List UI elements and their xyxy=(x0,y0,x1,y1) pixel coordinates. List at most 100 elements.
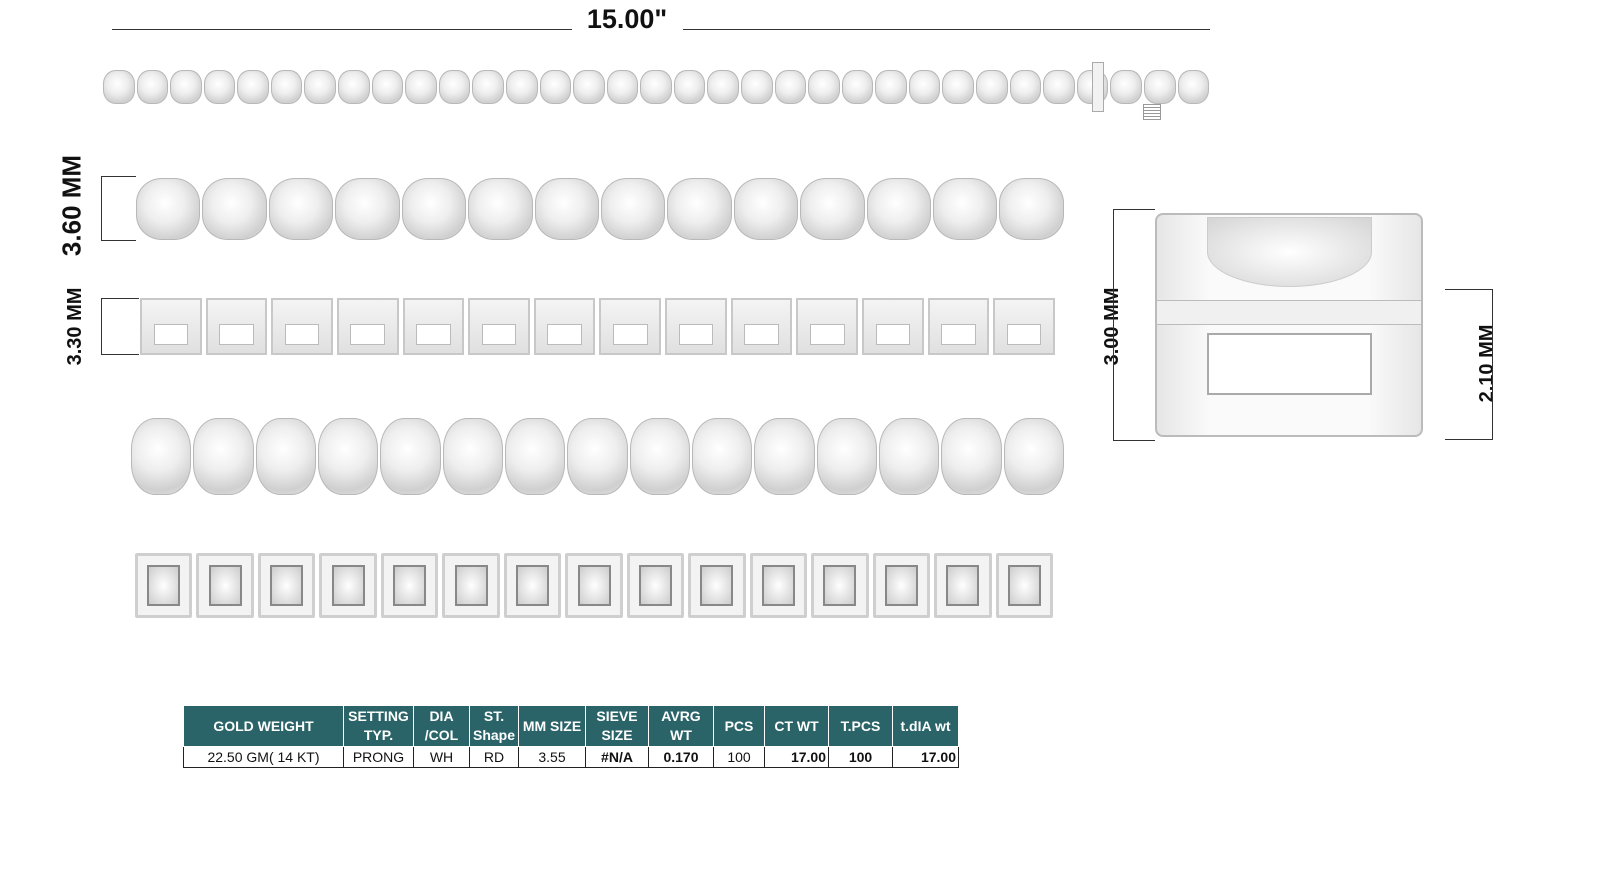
bracelet-full-view xyxy=(102,70,1210,104)
stone xyxy=(640,70,672,104)
stone xyxy=(941,418,1002,495)
stone xyxy=(600,178,666,240)
table-cell: 100 xyxy=(713,746,765,768)
link xyxy=(205,298,268,355)
length-label: 15.00" xyxy=(586,4,668,34)
bracelet-bottom-view xyxy=(133,553,1055,618)
setting-crossbar xyxy=(1157,300,1421,325)
stone xyxy=(976,70,1008,104)
stone xyxy=(942,70,975,104)
square-link xyxy=(872,553,931,618)
detail-height-bracket xyxy=(1113,209,1155,441)
clasp xyxy=(1092,62,1104,112)
stone xyxy=(255,418,316,495)
stone xyxy=(1003,418,1064,495)
link xyxy=(927,298,990,355)
stone xyxy=(1143,70,1176,104)
square-link xyxy=(196,553,254,618)
column-header: CT WT xyxy=(764,705,829,747)
length-dimension-line-left xyxy=(112,29,572,30)
stone xyxy=(468,178,533,240)
stone xyxy=(371,70,404,104)
link xyxy=(271,298,333,355)
stone xyxy=(567,418,628,495)
square-link xyxy=(565,553,623,618)
stone xyxy=(573,70,605,104)
clasp-lock xyxy=(1143,104,1161,120)
setting-window xyxy=(1207,333,1372,395)
column-header: SETTING TYP. xyxy=(343,705,414,747)
stone xyxy=(103,70,135,104)
stone xyxy=(1110,70,1142,104)
square-link xyxy=(934,553,992,618)
table-cell: 3.55 xyxy=(518,746,586,768)
column-header: T.PCS xyxy=(828,705,893,747)
stone xyxy=(380,418,441,495)
stone xyxy=(505,70,538,104)
stone xyxy=(317,418,379,495)
square-link xyxy=(319,553,377,618)
table-cell: 22.50 GM( 14 KT) xyxy=(183,746,344,768)
stone xyxy=(401,178,467,240)
stone xyxy=(193,418,254,495)
link xyxy=(336,298,399,355)
stone xyxy=(740,70,773,104)
table-cell: RD xyxy=(469,746,519,768)
stone xyxy=(442,418,503,495)
square-link xyxy=(380,553,439,618)
bracelet-side-view xyxy=(138,298,1057,355)
stone xyxy=(629,418,690,495)
square-link xyxy=(749,553,808,618)
stone xyxy=(908,70,941,104)
stone xyxy=(237,70,269,104)
diamond xyxy=(1207,217,1372,287)
column-header: ST. Shape xyxy=(469,705,519,747)
stone xyxy=(136,70,169,104)
table-cell: 17.00 xyxy=(764,746,829,768)
square-link xyxy=(626,553,685,618)
stone xyxy=(438,70,471,104)
stone xyxy=(733,178,799,240)
setting-detail xyxy=(1155,213,1423,437)
width-bracket xyxy=(101,176,136,241)
stone xyxy=(667,178,732,240)
link xyxy=(140,298,202,355)
table-cell: WH xyxy=(413,746,470,768)
stone xyxy=(268,178,334,240)
table-cell: 17.00 xyxy=(892,746,959,768)
stone xyxy=(816,418,877,495)
stone xyxy=(707,70,739,104)
bracelet-top-view xyxy=(135,178,1065,240)
width-label: 3.60 MM xyxy=(56,154,87,257)
square-link xyxy=(503,553,562,618)
stone xyxy=(933,178,998,240)
stone xyxy=(841,70,874,104)
stone xyxy=(691,418,753,495)
square-link xyxy=(135,553,193,618)
table-cell: PRONG xyxy=(343,746,414,768)
column-header: DIA /COL xyxy=(413,705,470,747)
stone xyxy=(405,70,437,104)
link xyxy=(796,298,859,355)
column-header: SIEVE SIZE xyxy=(585,705,649,747)
stone xyxy=(539,70,572,104)
stone xyxy=(875,70,907,104)
stone xyxy=(673,70,706,104)
stone xyxy=(774,70,807,104)
stone xyxy=(534,178,599,240)
column-header: MM SIZE xyxy=(518,705,586,747)
table-cell: 0.170 xyxy=(648,746,714,768)
column-header: t.dIA wt xyxy=(892,705,959,747)
stone xyxy=(335,178,400,240)
link xyxy=(599,298,662,355)
stone xyxy=(472,70,504,104)
stone xyxy=(754,418,815,495)
detail-inner-bracket xyxy=(1445,289,1493,440)
column-header: PCS xyxy=(713,705,765,747)
height-bracket xyxy=(101,298,139,355)
stone xyxy=(878,418,940,495)
link xyxy=(665,298,727,355)
length-dimension-line-right xyxy=(683,29,1210,30)
height-label: 3.30 MM xyxy=(64,287,86,366)
